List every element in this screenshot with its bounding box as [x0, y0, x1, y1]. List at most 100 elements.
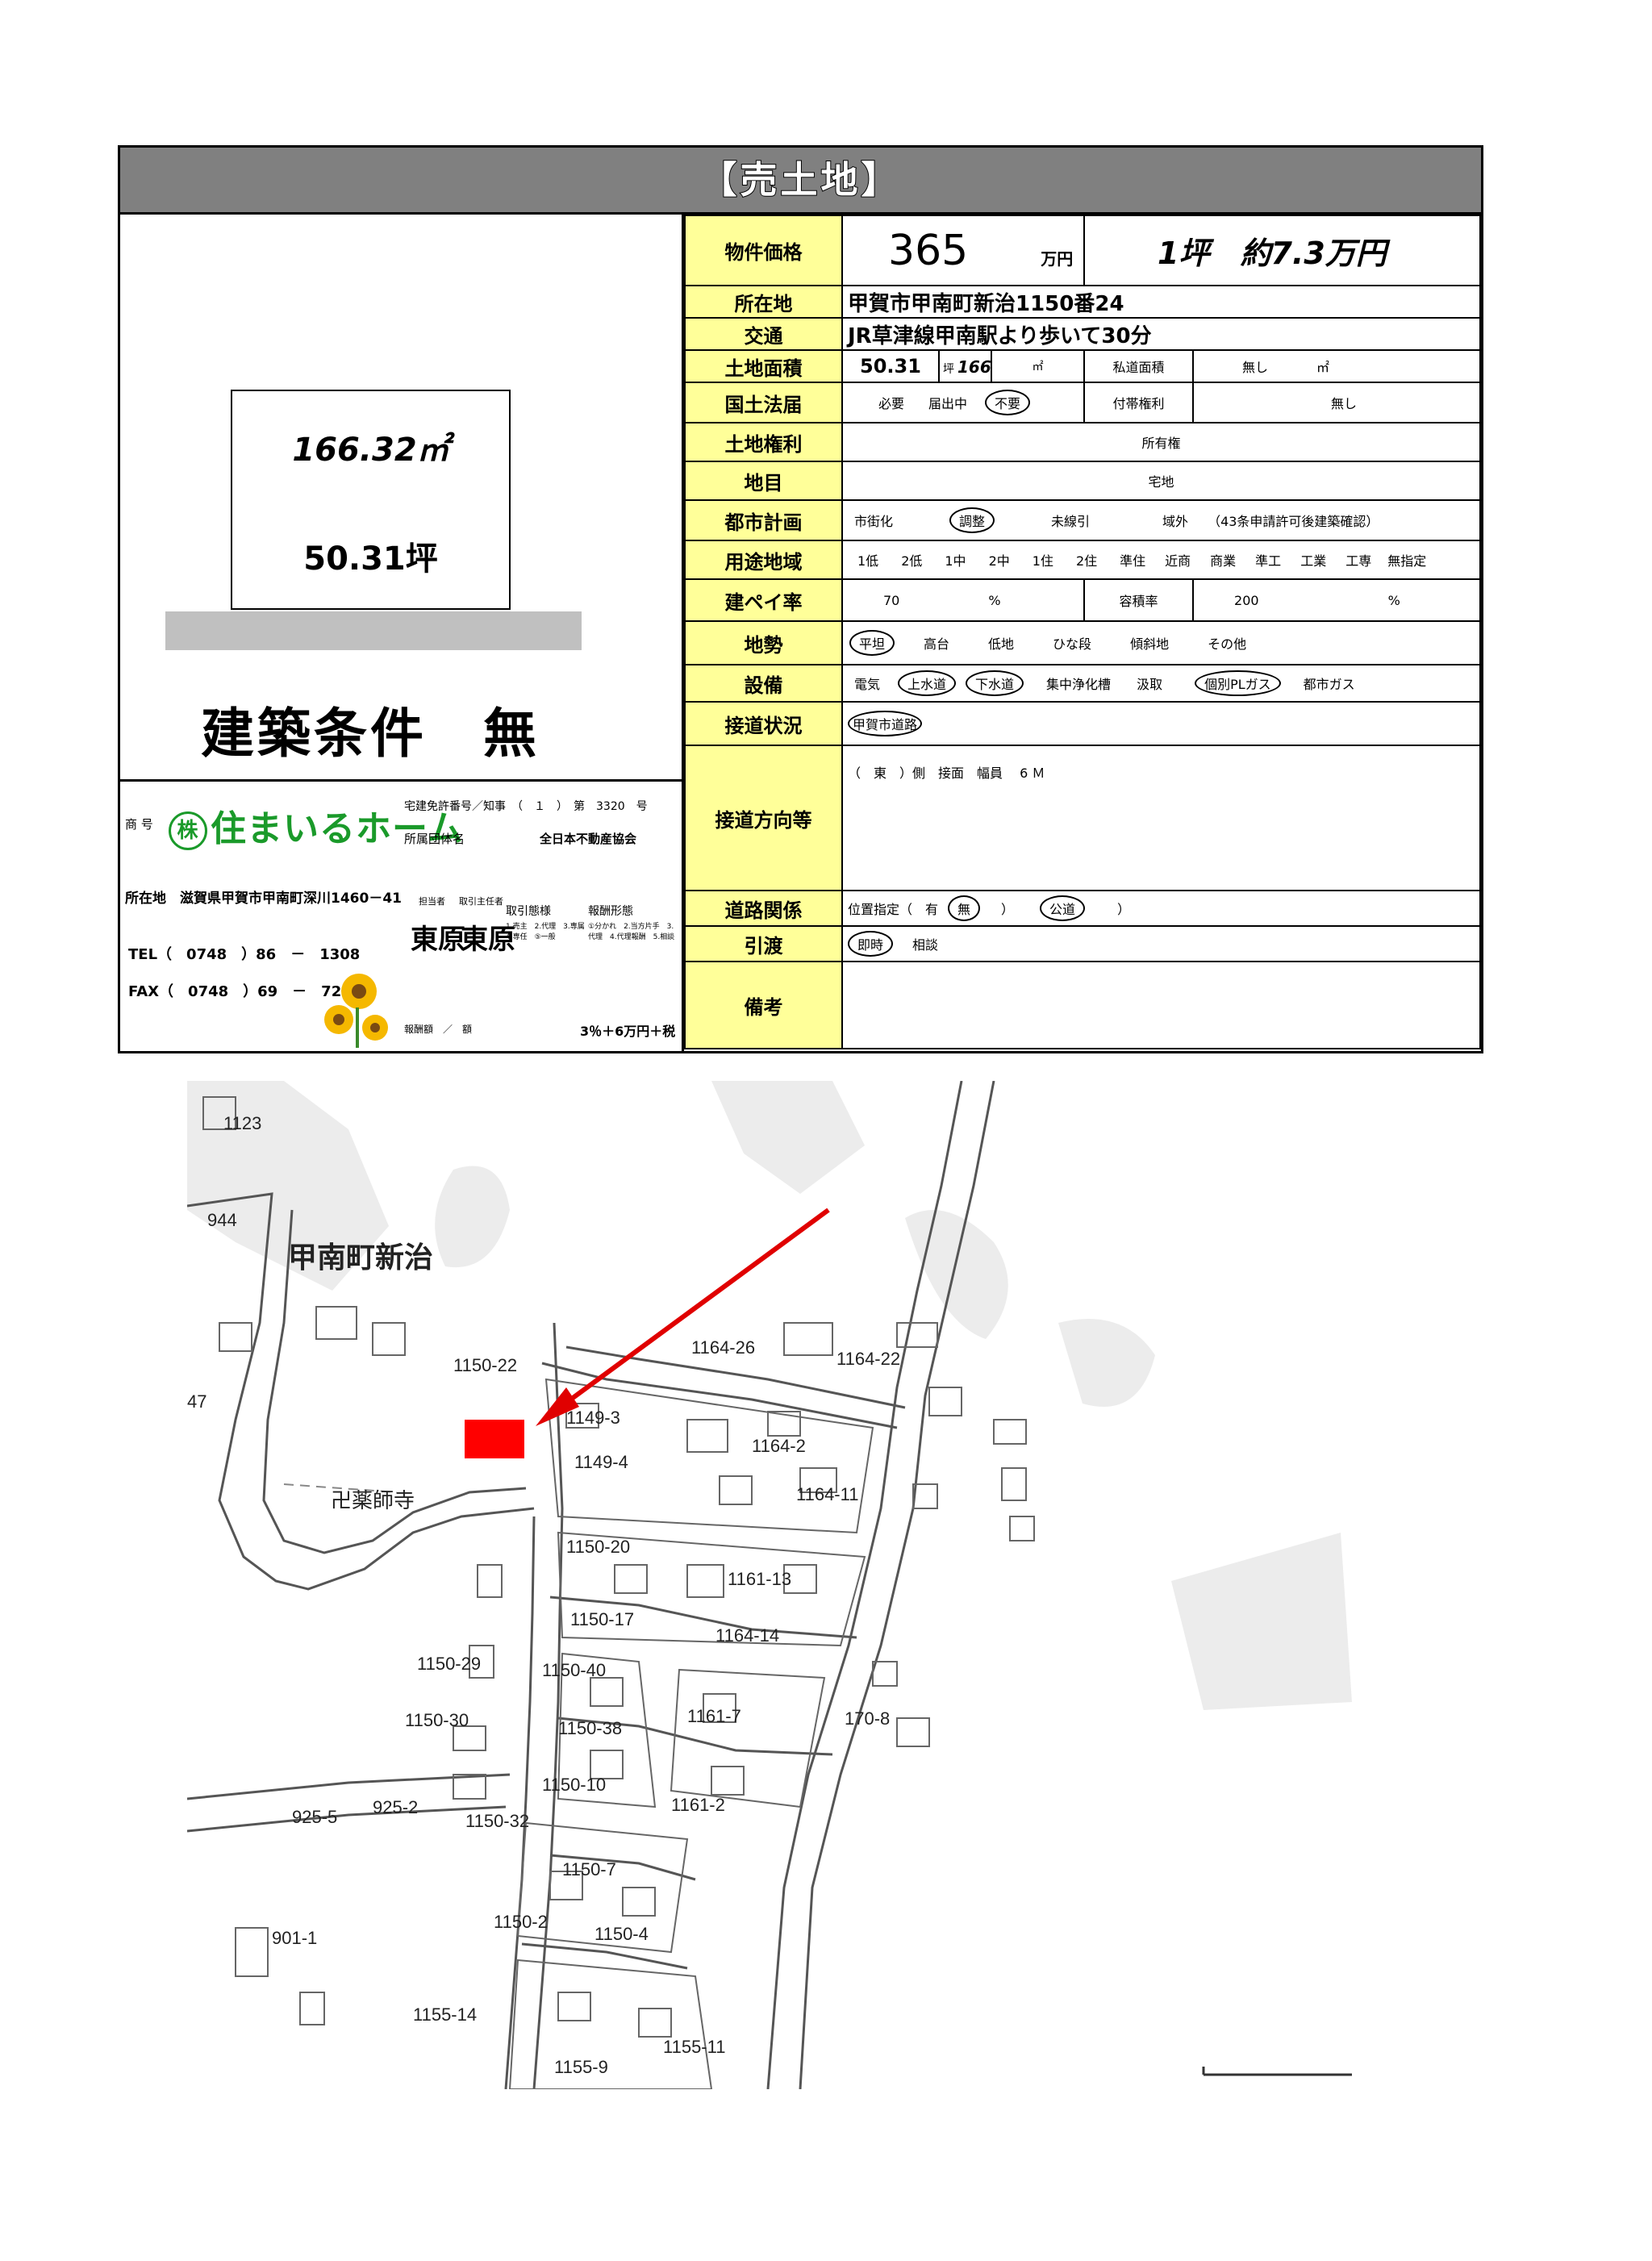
- map-place-name: 甲南町新治: [288, 1241, 434, 1274]
- map-lot: 1164-14: [715, 1625, 780, 1646]
- kankei-label: 道路関係: [684, 890, 843, 927]
- loc-label: 所在地: [684, 285, 843, 319]
- row-road: 接道状況 甲賀市道路: [684, 701, 1481, 746]
- banner-title: 【売土地】: [699, 157, 902, 202]
- youto-opt: 工専: [1345, 553, 1372, 569]
- kokudo-opt-2: 届出中: [928, 396, 968, 411]
- chisei-cell: 平坦高台低地ひな段傾斜地その他: [841, 620, 1481, 665]
- city-opt-1: 市街化: [854, 514, 894, 529]
- map-lot: 1123: [223, 1113, 262, 1133]
- dir: （ 東 ）側 接面 幅員 6 Ｍ: [841, 745, 1481, 891]
- city-opt-5: （43条申請許可後建築確認）: [1208, 514, 1379, 529]
- rep-label: 担当者: [419, 896, 445, 907]
- assoc-label: 所属団体名: [404, 832, 465, 846]
- futai-label: 付帯権利: [1083, 382, 1195, 423]
- price: 365: [888, 226, 969, 275]
- map-lot: 1155-11: [663, 2037, 726, 2057]
- torihiki-label: 取引態様: [506, 905, 551, 918]
- chisei-opt: 平坦: [849, 630, 895, 656]
- sunflower-icon: [324, 974, 388, 1048]
- city-label: 都市計画: [684, 499, 843, 541]
- land-label: 土地面積: [684, 349, 843, 383]
- youto-label: 用途地域: [684, 540, 843, 580]
- houshu-label: 報酬形態: [588, 905, 633, 918]
- access: JR草津線甲南駅より歩いて30分: [841, 317, 1481, 351]
- property-table: 物件価格 365 万円 1坪 約7.3万円 所在地 甲賀市甲南町新治1150番24…: [684, 215, 1481, 1049]
- chisei-label: 地勢: [684, 620, 843, 665]
- row-location: 所在地 甲賀市甲南町新治1150番24: [684, 285, 1481, 319]
- kabu-mark: 株: [169, 811, 207, 850]
- kenpei-unit: %: [988, 592, 1001, 608]
- chisei-opt: ひな段: [1053, 636, 1092, 652]
- price-per-tsubo: 1坪 約7.3万円: [1083, 215, 1481, 286]
- location: 甲賀市甲南町新治1150番24: [841, 285, 1481, 319]
- kokudo-label: 国土法届: [684, 382, 843, 423]
- price-label: 物件価格: [684, 215, 843, 286]
- listing-sheet: 【売土地】 166.32㎡ 50.31坪 建築条件 無 商 号 株住まいるホーム…: [118, 145, 1483, 1053]
- map-lot: 47: [187, 1391, 207, 1412]
- youto-opt: 1中: [945, 553, 966, 569]
- map-lot: 901-1: [272, 1928, 318, 1948]
- pointer-arrow-icon: [536, 1387, 579, 1426]
- chisei-opt: 傾斜地: [1130, 636, 1170, 652]
- road-strip: [165, 611, 582, 650]
- price-unit: 万円: [1041, 248, 1074, 269]
- map-lot: 1161-7: [687, 1706, 741, 1726]
- road-label: 接道状況: [684, 701, 843, 746]
- dir-label: 接道方向等: [684, 745, 843, 891]
- shogo-label: 商 号: [125, 817, 153, 832]
- map-lot: 1150-32: [465, 1811, 530, 1831]
- company-logo: 株住まいるホーム: [169, 799, 464, 851]
- license: 宅建免許番号／知事 （ １ ） 第 3320 号: [404, 800, 648, 813]
- map-lot: 1150-22: [453, 1355, 518, 1375]
- torihiki-options: 1.売主 2.代理 3.専属 4.専任 ⑤一般: [506, 923, 592, 941]
- kenpei-cell: 70%: [841, 578, 1086, 622]
- company-tel: TEL（ 0748 ）86 － 1308: [128, 946, 361, 963]
- kenpei: 70: [883, 592, 900, 608]
- map-lot: 1150-29: [417, 1654, 482, 1674]
- map-temple: 卍薬師寺: [331, 1488, 415, 1512]
- hikiwatashi-cell: 即時相談: [841, 925, 1481, 962]
- biko: [841, 961, 1481, 1049]
- building-condition: 建築条件 無: [201, 703, 540, 765]
- setsubi-opt: 電気: [854, 677, 881, 692]
- kankei-4: 公道: [1040, 895, 1086, 921]
- youto-opt: 準住: [1120, 553, 1146, 569]
- private-road-unit: ㎡: [1316, 360, 1330, 375]
- assoc: 全日本不動産協会: [540, 832, 637, 846]
- youto-opt: 2低: [901, 553, 923, 569]
- map-lot: 1164-26: [691, 1337, 756, 1358]
- tsubo-unit: 坪: [943, 363, 954, 376]
- chief: 東原: [461, 924, 515, 956]
- setsubi-opt: 汲取: [1137, 677, 1163, 692]
- kokudo-cell: 必要届出中不要: [841, 382, 1086, 423]
- right: 所有権: [841, 422, 1481, 462]
- row-chisei: 地勢 平坦高台低地ひな段傾斜地その他: [684, 620, 1481, 665]
- city-opt-3: 未線引: [1051, 514, 1091, 529]
- chimoku-label: 地目: [684, 461, 843, 501]
- youto-opt: 1住: [1032, 553, 1053, 569]
- youto-opt: 1低: [857, 553, 879, 569]
- fee-label: 報酬額 ／ 額: [404, 1024, 473, 1035]
- map-lot: 1150-10: [542, 1775, 607, 1795]
- row-setsubi: 設備 電気上水道下水道集中浄化槽汲取個別PLガス都市ガス: [684, 664, 1481, 703]
- price-cell: 365 万円: [841, 215, 1086, 286]
- youto-opt: 2住: [1075, 553, 1098, 569]
- map-lot: 1150-40: [542, 1660, 607, 1680]
- chief-label: 取引主任者: [459, 896, 503, 907]
- map-lot: 1155-14: [413, 2004, 478, 2025]
- youto-opt: 2中: [988, 553, 1010, 569]
- youseki-label: 容積率: [1083, 578, 1195, 622]
- setsubi-opt: 個別PLガス: [1195, 670, 1281, 696]
- setsubi-opt: 集中浄化槽: [1046, 677, 1112, 692]
- row-city: 都市計画 市街化調整未線引域外（43条申請許可後建築確認）: [684, 499, 1481, 541]
- private-road: 無し: [1242, 360, 1269, 375]
- row-hikiwatashi: 引渡 即時相談: [684, 925, 1481, 962]
- row-price: 物件価格 365 万円 1坪 約7.3万円: [684, 215, 1481, 286]
- location-map: 甲南町新治 卍薬師寺 1123 944 47 1150-22 1149-3 11…: [187, 1081, 1352, 2089]
- setsubi-label: 設備: [684, 664, 843, 703]
- plot-area-sqm: 166.32㎡: [292, 432, 449, 469]
